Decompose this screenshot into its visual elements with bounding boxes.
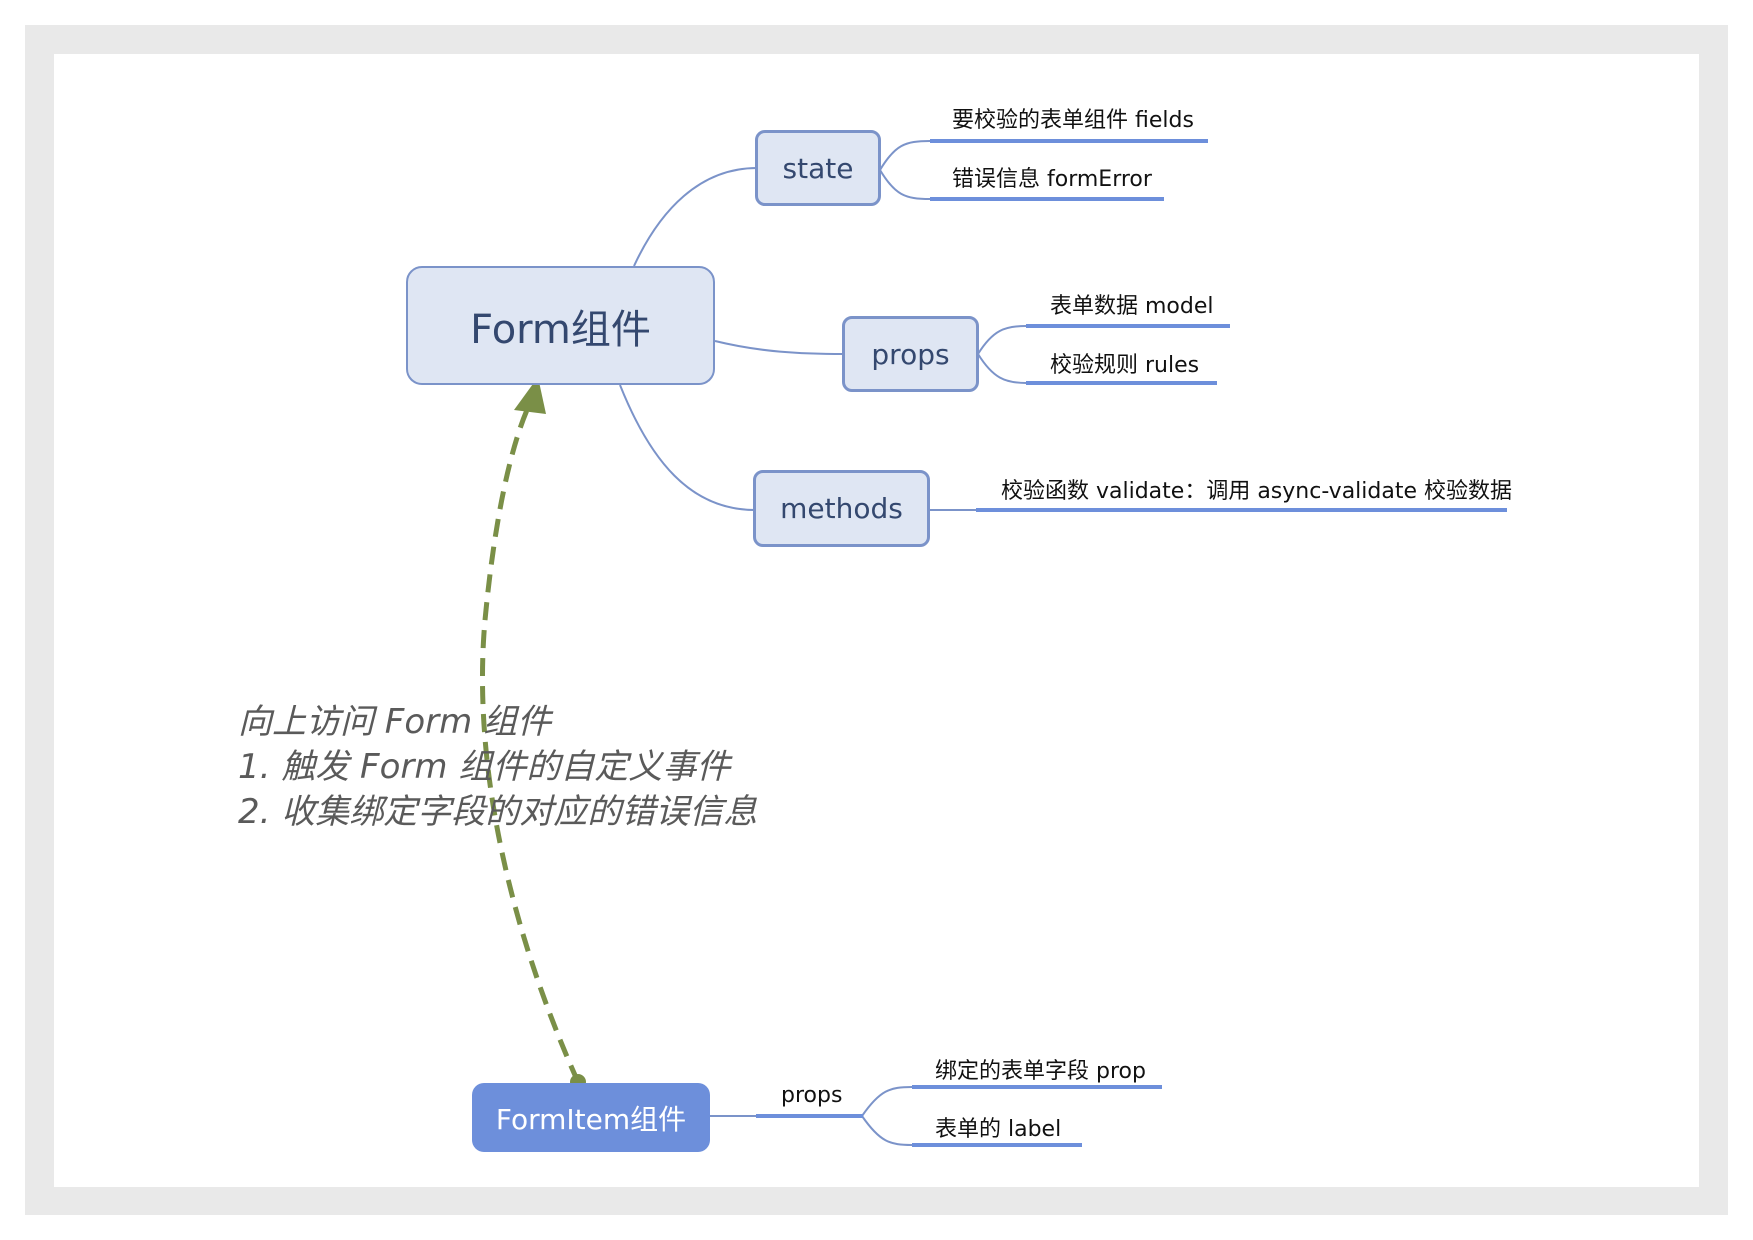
state-leaf-fields: 要校验的表单组件 fields (952, 108, 1194, 133)
form-component-node[interactable]: Form组件 (406, 266, 715, 385)
diagram-canvas (54, 54, 1699, 1187)
callout-text: 向上访问 Form 组件 1. 触发 Form 组件的自定义事件 2. 收集绑定… (238, 700, 757, 835)
methods-leaf-validate-underline (976, 508, 1507, 512)
formitem-props-underline (756, 1114, 863, 1118)
form-component-label: Form组件 (470, 306, 651, 353)
connector-formitem-leaf-2 (861, 1115, 913, 1146)
formitem-leaf-prop: 绑定的表单字段 prop (935, 1059, 1146, 1084)
formitem-leaf-label-underline (912, 1143, 1082, 1147)
state-node[interactable]: state (755, 130, 881, 206)
connector-formitem-leaf-1 (861, 1086, 913, 1117)
callout-line-3: 2. 收集绑定字段的对应的错误信息 (238, 792, 758, 832)
props-label: props (871, 337, 950, 371)
formitem-leaf-prop-underline (912, 1085, 1162, 1089)
props-leaf-rules: 校验规则 rules (1050, 353, 1200, 378)
connector-state-leaf-2 (879, 169, 931, 200)
connector-root-state (633, 167, 758, 267)
methods-node[interactable]: methods (753, 470, 930, 547)
connector-props-leaf-1 (977, 325, 1027, 355)
props-leaf-rules-underline (1026, 381, 1217, 385)
connector-root-props (714, 340, 845, 355)
callout-line-2: 1. 触发 Form 组件的自定义事件 (238, 747, 731, 787)
upward-arrow-line (480, 409, 581, 1084)
connector-props-leaf-2 (977, 353, 1027, 384)
state-label: state (782, 151, 854, 185)
formitem-leaf-label: 表单的 label (935, 1117, 1062, 1142)
props-leaf-model: 表单数据 model (1050, 294, 1214, 319)
formitem-component-label: FormItem组件 (495, 1102, 687, 1136)
state-leaf-formerror: 错误信息 formError (952, 167, 1152, 192)
callout-line-1: 向上访问 Form 组件 (238, 702, 552, 742)
formitem-component-node[interactable]: FormItem组件 (472, 1083, 710, 1152)
props-leaf-model-underline (1026, 324, 1230, 328)
connector-root-methods (619, 384, 756, 511)
state-leaf-fields-underline (930, 139, 1208, 143)
props-node[interactable]: props (842, 316, 979, 392)
state-leaf-formerror-underline (930, 197, 1164, 201)
arrow-head (514, 377, 546, 414)
methods-leaf-validate: 校验函数 validate：调用 async-validate 校验数据 (1001, 479, 1512, 504)
connector-state-leaf-1 (879, 140, 931, 171)
formitem-props-label: props (781, 1083, 843, 1108)
methods-label: methods (780, 492, 903, 525)
